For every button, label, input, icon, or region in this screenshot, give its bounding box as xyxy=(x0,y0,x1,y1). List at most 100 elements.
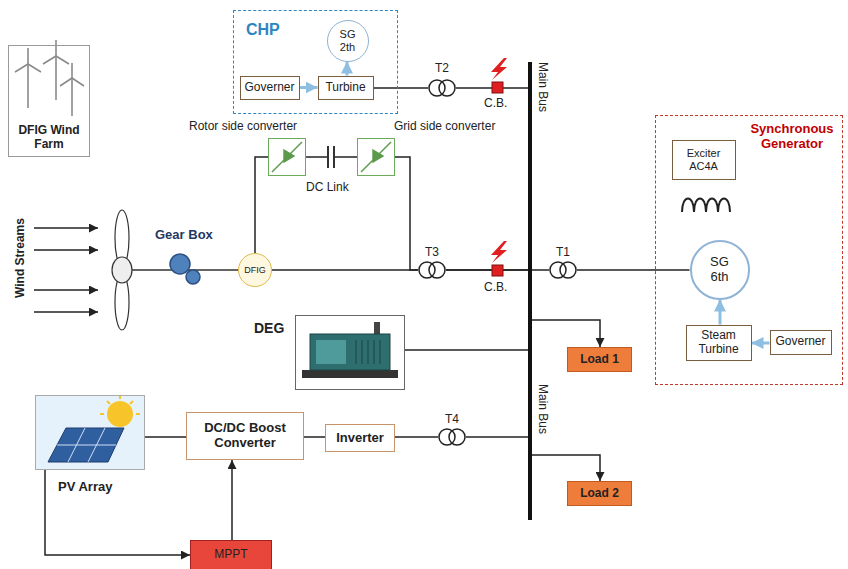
node-text: DEG xyxy=(254,320,284,336)
main-bus-bar: Main BusMain Bus xyxy=(528,62,532,520)
wind-farm-icon xyxy=(71,78,73,116)
diesel-generator-picture xyxy=(302,370,398,378)
transformer-symbol xyxy=(549,261,577,279)
wind-farm-icon xyxy=(28,64,41,72)
node-text: Turbine xyxy=(325,81,365,95)
transformer-symbol xyxy=(439,429,455,445)
wind-farm-icon xyxy=(71,63,73,78)
wind-farm-icon xyxy=(43,56,56,64)
node-text: SG 6th xyxy=(702,255,738,285)
control-arrow xyxy=(346,62,349,76)
pv-array-picture xyxy=(130,401,133,404)
node-text: Governer xyxy=(244,81,294,95)
gear-box-symbol xyxy=(170,254,200,284)
diesel-generator-picture xyxy=(374,322,380,334)
chp-group: CHPSG 2thGovernerTurbine xyxy=(233,10,398,114)
synchronous-generator-group: Synchronous GeneratorExciter AC4A SG 6thS… xyxy=(655,115,843,385)
mppt-box: MPPT xyxy=(190,540,272,569)
dfig-circle: DFIG xyxy=(238,253,272,287)
converter-symbol xyxy=(272,142,302,172)
transformer-symbol xyxy=(449,429,465,445)
pv-array-picture xyxy=(136,413,140,415)
wind-arrow xyxy=(34,311,98,313)
wind-arrow xyxy=(34,228,98,312)
part-label: Gear Box xyxy=(155,228,213,243)
converter-symbol xyxy=(373,150,383,162)
power-line xyxy=(532,455,600,481)
node-text: Rotor side converter xyxy=(189,120,297,134)
wind-arrow xyxy=(34,227,98,229)
process-box: DC/DC Boost Converter xyxy=(186,412,304,460)
node-text: Load 1 xyxy=(580,353,619,367)
node-text: Steam Turbine xyxy=(687,329,751,357)
gear-box-symbol xyxy=(170,254,190,274)
diesel-generator-picture xyxy=(368,340,369,364)
load-box: Load 1 xyxy=(567,347,632,372)
wind-farm-icon xyxy=(55,40,57,56)
wind-farm-icon xyxy=(15,40,84,116)
converter-box: Rotor side converter xyxy=(268,138,306,176)
power-line xyxy=(272,269,528,271)
transformer-symbol xyxy=(560,262,576,278)
transformer-label: T2 xyxy=(435,62,449,76)
transformer-symbol xyxy=(419,262,435,278)
transformer-symbol xyxy=(550,262,566,278)
power-line xyxy=(304,436,325,438)
converter-symbol xyxy=(272,142,391,172)
transformer-symbol xyxy=(439,80,455,96)
node-text: Exciter AC4A xyxy=(673,147,735,172)
transformer-label: T1 xyxy=(556,246,570,260)
generator-picture-box: DEG xyxy=(295,315,405,390)
node-text: DFIG Wind Farm xyxy=(11,124,87,152)
circuit-breaker-symbol xyxy=(492,82,503,93)
fault-lightning xyxy=(491,241,507,263)
node-text: Main Bus xyxy=(536,62,549,112)
pv-array-picture xyxy=(48,428,124,462)
capacitor-symbol xyxy=(328,146,334,168)
transformer-symbol xyxy=(418,261,446,279)
power-line xyxy=(145,436,186,438)
gear-box-symbol xyxy=(186,270,200,284)
capacitor-symbol xyxy=(329,146,333,168)
wind-farm-box: DFIG Wind Farm xyxy=(8,45,90,157)
breaker-label: C.B. xyxy=(484,97,507,111)
transformer-symbol xyxy=(429,262,445,278)
excitation-coil xyxy=(682,199,730,213)
node-text: Main Bus xyxy=(536,384,549,434)
diesel-generator-picture xyxy=(374,340,375,364)
pv-array-picture xyxy=(119,396,121,399)
generator-circle: SG 2th xyxy=(327,20,369,62)
diesel-generator-picture xyxy=(362,340,363,364)
pv-array-picture xyxy=(107,401,133,427)
control-arrow xyxy=(300,86,318,89)
diesel-generator-picture xyxy=(310,334,390,370)
transformer-symbol xyxy=(428,79,456,97)
node-text: DC/DC Boost Converter xyxy=(187,421,303,451)
pv-array-picture xyxy=(107,401,110,404)
fault-lightning xyxy=(491,58,507,80)
diesel-generator-picture xyxy=(380,340,381,364)
wind-farm-icon xyxy=(60,78,72,86)
transformer-label: T3 xyxy=(425,246,439,260)
converter-symbol xyxy=(284,150,294,162)
part-label: DC Link xyxy=(306,181,349,195)
wind-farm-icon xyxy=(27,48,29,64)
breaker-label: C.B. xyxy=(484,281,507,295)
wind-farm-icon xyxy=(72,78,84,86)
node-text: MPPT xyxy=(214,548,247,562)
node-text: PV Array xyxy=(58,480,112,495)
wind-turbine-rotor xyxy=(112,210,240,330)
power-line xyxy=(405,349,528,351)
node-text: Governer xyxy=(775,335,825,349)
wind-farm-icon xyxy=(27,64,29,108)
diesel-generator-picture xyxy=(302,322,398,378)
process-box: Exciter AC4A xyxy=(672,140,736,180)
node-text: Synchronous Generator xyxy=(746,122,838,152)
pv-array-picture xyxy=(100,413,104,415)
process-box: Inverter xyxy=(325,424,395,452)
excitation-coil xyxy=(682,199,730,213)
node-text: Grid side converter xyxy=(394,120,495,134)
pv-array-picture xyxy=(57,445,116,446)
converter-box: Grid side converter xyxy=(357,138,395,176)
